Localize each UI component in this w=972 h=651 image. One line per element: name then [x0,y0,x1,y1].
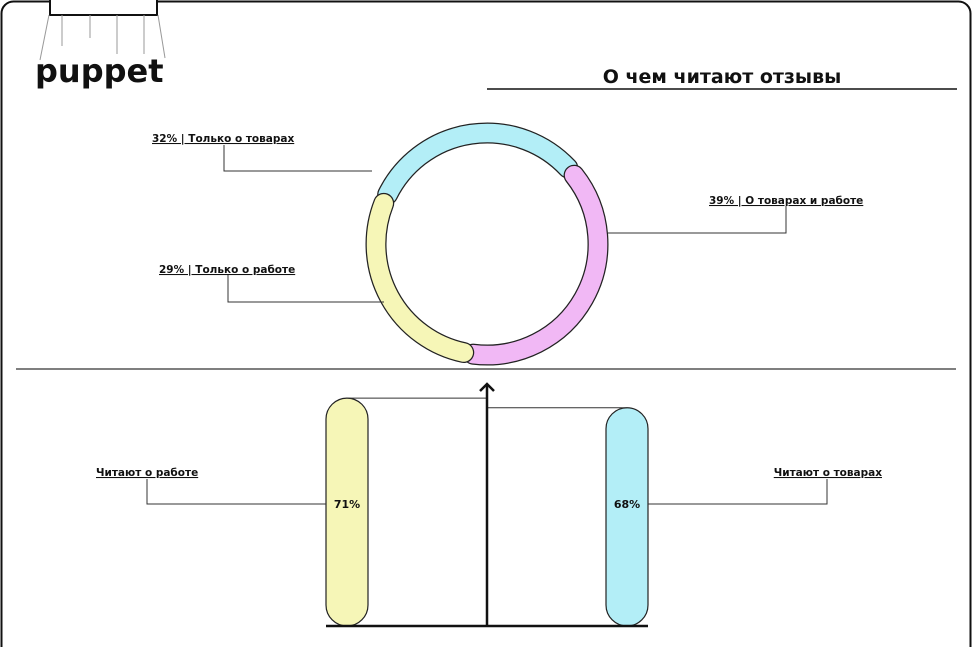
chart-title: О чем читают отзывы [603,66,842,88]
bar-value-work: 71% [334,498,360,511]
donut-slice-0 [377,122,579,205]
bar-leaders [146,479,828,505]
slice-label-work: 29% | Только о работе [159,264,295,276]
donut-slice-2 [365,192,475,364]
bar-category-goods: Читают о товарах [774,467,882,479]
donut-chart [365,122,609,366]
bar-category-work: Читают о работе [96,467,198,479]
slice-label-both: 39% | О товарах и работе [709,195,863,207]
donut-slice-1 [462,164,609,366]
slice-label-goods: 32% | Только о товарах [152,133,294,145]
donut-leaders [223,145,787,303]
bar-chart [325,382,649,628]
logo-text: puppet [35,52,164,90]
y-axis-arrow-icon [479,382,495,392]
bar-0 [325,397,369,627]
bar-1 [605,407,649,627]
bar-value-goods: 68% [614,498,640,511]
logo: puppet [35,0,166,90]
